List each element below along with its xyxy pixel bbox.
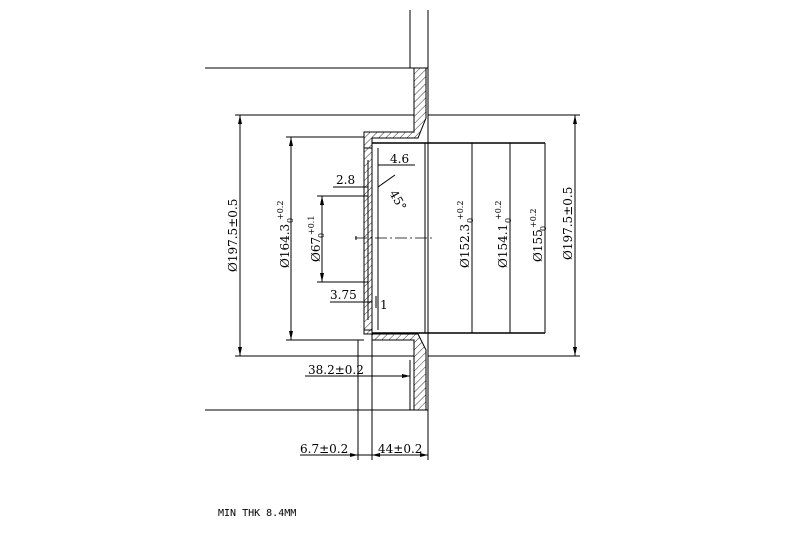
svg-text:0: 0 xyxy=(317,233,326,238)
dim-bore: Ø67 +0.1 0 xyxy=(307,216,326,262)
svg-text:0: 0 xyxy=(286,218,295,223)
svg-text:Ø164.3: Ø164.3 xyxy=(278,224,292,268)
dim-inner-left: Ø164.3 +0.2 0 xyxy=(276,201,295,268)
svg-text:+0.1: +0.1 xyxy=(307,216,316,235)
svg-text:+0.2: +0.2 xyxy=(276,201,285,220)
detail-dimension-lines xyxy=(330,160,415,308)
dim-1: 1 xyxy=(380,298,388,312)
dim-44: 44±0.2 xyxy=(378,442,422,456)
bottom-dimension-lines xyxy=(300,340,429,460)
svg-text:0: 0 xyxy=(504,218,513,223)
left-dimension-lines xyxy=(235,114,414,357)
dim-3-75: 3.75 xyxy=(330,288,357,302)
dim-outer-right: Ø197.5±0.5 xyxy=(561,187,575,260)
svg-text:+0.2: +0.2 xyxy=(456,201,465,220)
dim-38-2: 38.2±0.2 xyxy=(308,363,364,377)
svg-text:0: 0 xyxy=(539,226,548,231)
svg-text:Ø155: Ø155 xyxy=(531,229,545,262)
dim-outer-left: Ø197.5±0.5 xyxy=(226,199,240,272)
dim-152: Ø152.3 +0.2 0 xyxy=(456,201,475,268)
svg-text:Ø154.1: Ø154.1 xyxy=(496,224,510,268)
disc-plate xyxy=(205,10,429,411)
svg-text:Ø67: Ø67 xyxy=(309,237,323,262)
right-dimension-lines xyxy=(428,114,580,357)
svg-text:+0.2: +0.2 xyxy=(494,201,503,220)
dim-2-8: 2.8 xyxy=(336,173,355,187)
dim-154: Ø154.1 +0.2 0 xyxy=(494,201,513,268)
dim-6-7: 6.7±0.2 xyxy=(300,442,348,456)
dim-155: Ø155 +0.2 0 xyxy=(529,209,548,262)
min-thickness-note: MIN THK 8.4MM xyxy=(218,508,297,519)
svg-text:Ø152.3: Ø152.3 xyxy=(458,224,472,268)
dim-angle-45: 45° xyxy=(386,188,409,213)
drum-lines xyxy=(367,142,546,334)
dim-4-6: 4.6 xyxy=(390,152,409,166)
svg-text:0: 0 xyxy=(466,218,475,223)
svg-text:+0.2: +0.2 xyxy=(529,209,538,228)
hat-section-upper xyxy=(363,67,427,411)
